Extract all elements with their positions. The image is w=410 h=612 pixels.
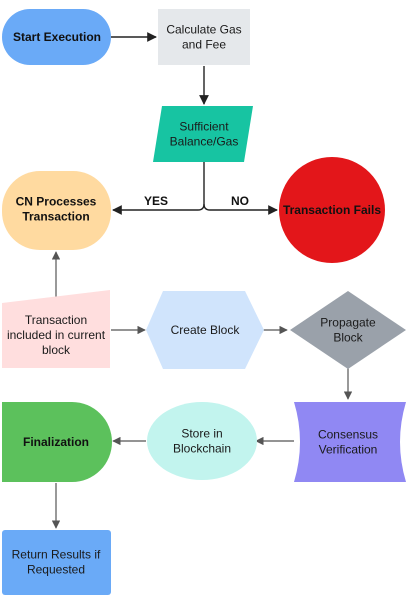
label-line: Return Results if xyxy=(12,548,101,562)
node-start-execution-shape xyxy=(2,9,111,65)
label-line: Transaction xyxy=(22,210,89,224)
label-line: Propagate xyxy=(320,316,376,330)
node-transaction-fails-label: Transaction Fails xyxy=(283,203,381,217)
label-line: block xyxy=(42,343,71,357)
node-finalization-label: Finalization xyxy=(23,435,89,449)
edge-label-yes: YES xyxy=(144,194,168,208)
edge-sufficient-to-fails xyxy=(203,203,278,215)
label-line: Blockchain xyxy=(173,442,231,456)
label-line: Balance/Gas xyxy=(170,135,239,149)
node-consensus-shape xyxy=(294,402,406,482)
label-line: Consensus xyxy=(318,428,378,442)
label-line: Sufficient xyxy=(179,120,229,134)
label-line: Transaction Fails xyxy=(283,203,381,217)
label-line: Start Execution xyxy=(13,30,101,44)
node-finalization: Finalization xyxy=(2,402,112,482)
node-start-execution: Start Execution xyxy=(2,9,111,65)
label-line: Create Block xyxy=(171,323,241,337)
node-transaction-included-shape xyxy=(2,290,110,368)
node-finalization-shape xyxy=(2,402,112,482)
label-line: Requested xyxy=(27,563,85,577)
label-line: Transaction xyxy=(25,313,87,327)
label-line: Store in xyxy=(181,427,222,441)
node-create-block-label: Create Block xyxy=(171,323,241,337)
edges xyxy=(51,32,353,529)
label-line: and Fee xyxy=(182,38,226,52)
node-transaction-fails: Transaction Fails xyxy=(279,157,385,263)
node-calculate-gas-shape xyxy=(158,9,250,65)
node-transaction-fails-shape xyxy=(279,157,385,263)
label-line: included in current xyxy=(7,328,106,342)
node-start-execution-label: Start Execution xyxy=(13,30,101,44)
node-return-results-shape xyxy=(2,530,111,595)
node-sufficient-balance-shape xyxy=(153,106,253,162)
label-line: CN Processes xyxy=(16,195,97,209)
label-line: Calculate Gas xyxy=(166,23,241,37)
label-line: Verification xyxy=(319,443,378,457)
node-propagate-block-shape xyxy=(290,291,406,369)
node-store-blockchain-shape xyxy=(147,402,257,480)
label-line: Block xyxy=(333,331,363,345)
node-cn-processes-shape xyxy=(2,171,111,250)
label-line: Finalization xyxy=(23,435,89,449)
node-create-block-shape xyxy=(146,291,264,369)
node-create-block: Create Block xyxy=(146,291,264,369)
edge-label-no: NO xyxy=(231,194,249,208)
